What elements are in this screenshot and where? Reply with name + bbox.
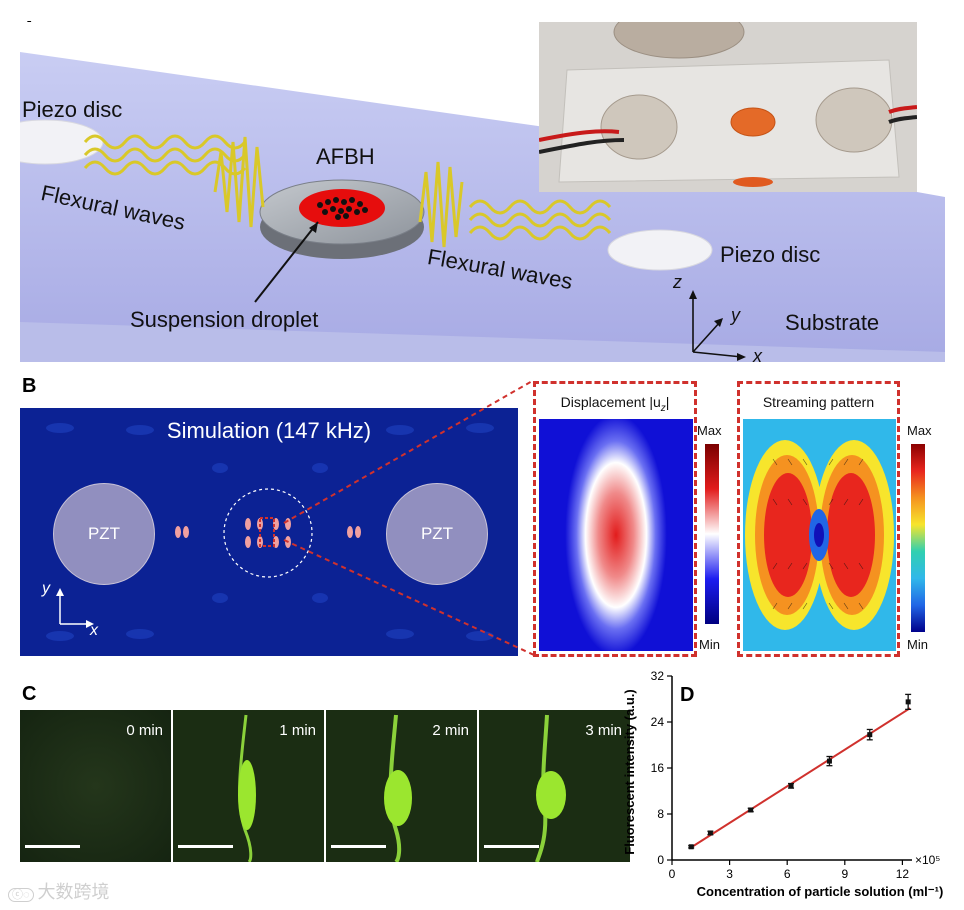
watermark-icon: ⓒ◌ bbox=[8, 888, 34, 902]
x-tick-label: 0 bbox=[669, 867, 676, 881]
streaming-title: Streaming pattern bbox=[762, 394, 875, 410]
x-tick-label: 3 bbox=[726, 867, 733, 881]
data-point bbox=[867, 732, 873, 738]
frame-time-3: 3 min bbox=[585, 722, 622, 739]
flexural-waves-left bbox=[83, 134, 265, 228]
panel-c-label: C bbox=[22, 683, 37, 705]
afbh-label: AFBH bbox=[316, 144, 375, 169]
simulation-map: PZT PZT Simulation (147 kHz) y x bbox=[20, 408, 518, 656]
zoom-connectors bbox=[283, 379, 535, 656]
frame-2min: 2 min bbox=[326, 710, 477, 862]
frame-time-1: 1 min bbox=[279, 722, 316, 739]
substrate-label: Substrate bbox=[785, 310, 880, 335]
flexural-waves-right bbox=[418, 161, 612, 248]
displacement-map bbox=[539, 419, 693, 651]
y-tick-label: 8 bbox=[657, 807, 664, 821]
calibration-chart: 0 3 6 9 12 0 8 16 24 32 Concentration of particle… bbox=[622, 669, 944, 899]
droplet bbox=[299, 189, 385, 227]
streaming-cb-min: Min bbox=[907, 637, 928, 652]
frame-time-0: 0 min bbox=[126, 722, 163, 739]
watermark: ⓒ◌大数跨境 bbox=[8, 878, 110, 904]
streaming-inset: Streaming pattern bbox=[737, 381, 900, 657]
displacement-colorbar bbox=[705, 444, 719, 624]
axes-xyz bbox=[692, 294, 743, 358]
pzt-left: PZT bbox=[53, 483, 155, 585]
y-tick-label: 16 bbox=[651, 761, 665, 775]
scale-bar bbox=[331, 845, 386, 848]
particles bbox=[317, 197, 368, 220]
displacement-inset: Displacement |uz| bbox=[533, 381, 697, 657]
axis-x-label: x bbox=[753, 346, 762, 366]
right-piezo-disc bbox=[607, 229, 713, 271]
frame-0min: 0 min bbox=[20, 710, 171, 862]
axis-y: y bbox=[42, 580, 50, 597]
chart-axes: 0 3 6 9 12 0 8 16 24 32 bbox=[651, 669, 912, 881]
frame-time-2: 2 min bbox=[432, 722, 469, 739]
y-tick-label: 24 bbox=[651, 715, 665, 729]
frame-3min: 3 min bbox=[479, 710, 630, 862]
scale-bar bbox=[25, 845, 80, 848]
frame-2min-drawing bbox=[384, 714, 412, 862]
x-tick-label: 9 bbox=[841, 867, 848, 881]
piezo-disc-right-label: Piezo disc bbox=[720, 242, 821, 267]
displacement-cb-min: Min bbox=[699, 637, 720, 652]
displacement-title: Displacement |uz| bbox=[560, 394, 670, 414]
axis-x: x bbox=[90, 622, 98, 639]
xy-axes bbox=[56, 588, 94, 628]
device-photo bbox=[539, 22, 917, 192]
suspension-droplet-label: Suspension droplet bbox=[130, 307, 319, 332]
axis-z-label: z bbox=[673, 272, 682, 292]
axis-y-label: y bbox=[731, 305, 740, 325]
focus-circle bbox=[223, 488, 313, 578]
data-point bbox=[748, 807, 754, 813]
frame-1min-drawing bbox=[238, 714, 256, 862]
scale-bar bbox=[484, 845, 539, 848]
data-point bbox=[707, 830, 713, 836]
data-point bbox=[826, 758, 832, 764]
data-point bbox=[905, 699, 911, 705]
x-tick-label: 12 bbox=[896, 867, 910, 881]
pzt-right: PZT bbox=[386, 483, 488, 585]
scale-bar bbox=[178, 845, 233, 848]
displacement-cb-max: Max bbox=[697, 423, 722, 438]
streaming-field bbox=[743, 419, 896, 651]
x-axis-title: Concentration of particle solution (ml⁻¹… bbox=[697, 884, 944, 899]
panel-d-label: D bbox=[680, 684, 695, 706]
piezo-disc-left-label: Piezo disc bbox=[22, 97, 123, 122]
data-point bbox=[688, 844, 694, 850]
y-tick-label: 0 bbox=[657, 853, 664, 867]
left-piezo-disc bbox=[0, 119, 104, 165]
droplet-pointer bbox=[254, 221, 319, 303]
streaming-cb-max: Max bbox=[907, 423, 932, 438]
substrate-plate bbox=[20, 52, 945, 362]
frame-3min-drawing bbox=[535, 714, 566, 862]
frame-1min: 1 min bbox=[173, 710, 324, 862]
panel-a-illustration: Piezo disc Flexural waves AFBH Flexural … bbox=[0, 22, 945, 366]
chart-marks bbox=[688, 693, 912, 850]
panel-b-label: B bbox=[22, 375, 37, 397]
fit-line bbox=[690, 707, 911, 849]
y-axis-title: Fluorescent intensity (a.u.) bbox=[622, 689, 637, 854]
y-tick-label: 32 bbox=[651, 669, 665, 683]
streaming-map bbox=[743, 419, 896, 651]
zoom-box bbox=[259, 517, 275, 547]
streaming-colorbar bbox=[911, 444, 925, 632]
simulation-title: Simulation (147 kHz) bbox=[166, 418, 372, 443]
x-tick-label: 6 bbox=[784, 867, 791, 881]
x-axis-multiplier: ×10⁵ bbox=[915, 853, 940, 867]
data-point bbox=[788, 783, 794, 789]
device-photo-drawing bbox=[539, 22, 917, 192]
